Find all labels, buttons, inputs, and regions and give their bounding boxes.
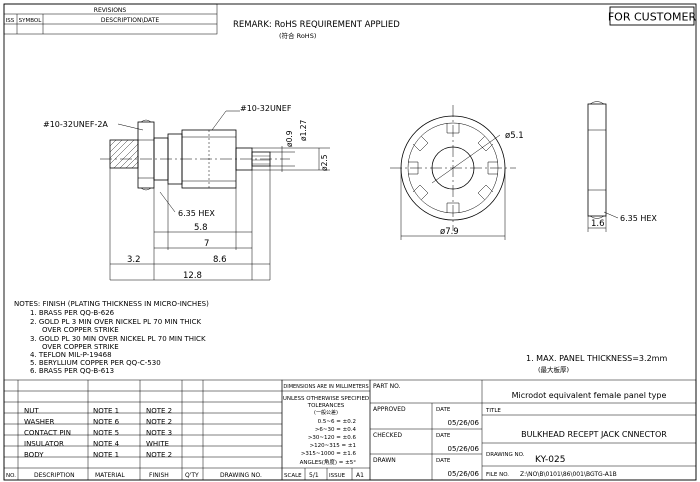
dim-7: 7 xyxy=(204,239,209,249)
dim-8.6: 8.6 xyxy=(213,255,227,265)
bom-material: NOTE 1 xyxy=(93,451,119,459)
issue-label: ISSUE xyxy=(329,473,346,479)
tolerance-row: 0.5~6 = ±0.2 xyxy=(318,419,356,425)
bom-material: NOTE 4 xyxy=(93,440,120,448)
drawn-label: DRAWN xyxy=(373,457,396,464)
panel-thickness-note: 1. MAX. PANEL THICKNESS=3.2mm xyxy=(526,354,667,363)
checked-label: CHECKED xyxy=(373,432,402,439)
revisions-col-description: DESCRIPTION\DATE xyxy=(101,17,159,24)
tolerance-units: DIMENSIONS ARE IN MILLIMETERS xyxy=(283,384,368,390)
drawn-date: 05/26/06 xyxy=(448,470,480,478)
bom-header-qty: Q'TY xyxy=(185,472,199,479)
approved-date: 05/26/06 xyxy=(448,419,480,427)
tolerance-unless: UNLESS OTHERWISE SPECIFIED xyxy=(283,396,369,402)
nut-side-view xyxy=(587,103,607,217)
bom-description: CONTACT PIN xyxy=(24,429,71,437)
scale-value: 5/1 xyxy=(309,472,319,479)
notes-block: NOTES: FINISH (PLATING THICKNESS IN MICR… xyxy=(14,300,209,375)
dim-dia-7.9: ø7.9 xyxy=(440,227,459,237)
revisions-table: REVISIONS ISS SYMBOL DESCRIPTION\DATE xyxy=(3,3,218,35)
note-line: OVER COPPER STRIKE xyxy=(42,343,119,351)
for-customer-box xyxy=(609,6,695,26)
tolerance-row: >30~120 = ±0.6 xyxy=(308,435,357,441)
dim-dia-1.27: ø1.27 xyxy=(299,119,308,141)
hex-callout-left: 6.35 HEX xyxy=(178,209,215,218)
bom-description: NUT xyxy=(24,407,39,415)
panel-thickness-note-cn: (最大板厚) xyxy=(538,365,569,374)
dim-dia-2.5: ø2.5 xyxy=(320,154,329,171)
bom-table: NUT NOTE 1 NOTE 2 WASHER NOTE 6 NOTE 2 C… xyxy=(3,379,283,481)
revisions-col-symbol: SYMBOL xyxy=(19,18,43,24)
bom-finish: NOTE 2 xyxy=(146,418,172,426)
rohs-remark: REMARK: RoHS REQUIREMENT APPLIED xyxy=(233,20,400,30)
scale-label: SCALE xyxy=(284,473,302,479)
bom-description: BODY xyxy=(24,451,44,459)
dim-5.8: 5.8 xyxy=(194,223,208,233)
dim-12.8: 12.8 xyxy=(183,271,202,281)
tolerance-row: >315~1000 = ±1.6 xyxy=(301,451,357,457)
revisions-col-iss: ISS xyxy=(6,18,15,24)
note-line: 4. TEFLON MIL-P-19468 xyxy=(30,351,112,359)
title-label: TITLE xyxy=(485,408,501,414)
tolerance-label: TOLERANCES xyxy=(307,403,345,409)
bom-header-material: MATERIAL xyxy=(95,472,125,479)
thread-callout-left: #10-32UNEF-2A xyxy=(43,120,108,129)
dim-dia-5.1: ø5.1 xyxy=(505,131,524,141)
bom-header-drawing-no: DRAWING NO. xyxy=(220,472,262,479)
dim-1.6: 1.6 xyxy=(591,219,605,229)
drawing-no-label: DRAWING NO. xyxy=(486,452,525,458)
bom-header-finish: FINISH xyxy=(149,472,169,479)
bom-material: NOTE 5 xyxy=(93,429,119,437)
thread-hatching xyxy=(109,139,139,169)
dim-3.2: 3.2 xyxy=(127,255,141,265)
file-no-label: FILE NO. xyxy=(486,472,509,478)
tolerance-angles: ANGLES(角度) = ±5° xyxy=(300,458,357,466)
drawing-title: BULKHEAD RECEPT JACK CNNECTOR xyxy=(521,430,667,439)
note-line: 6. BRASS PER QQ-B-613 xyxy=(30,367,114,375)
bom-description: WASHER xyxy=(24,418,54,426)
tolerance-row: >6~30 = ±0.4 xyxy=(315,427,357,433)
bom-header-description: DESCRIPTION xyxy=(34,472,75,479)
bom-description: INSULATOR xyxy=(24,440,64,448)
drawing-number: KY-025 xyxy=(535,455,565,465)
note-line: 1. BRASS PER QQ-B-626 xyxy=(30,309,115,317)
tolerance-label-cn: (一般公差) xyxy=(314,409,338,416)
thread-callout-right: #10-32UNEF xyxy=(240,104,292,113)
part-no-label: PART NO. xyxy=(373,383,401,390)
bom-material: NOTE 6 xyxy=(93,418,120,426)
note-line: 2. GOLD PL 3 MIN OVER NICKEL PL 70 MIN T… xyxy=(30,318,201,326)
bom-finish: NOTE 3 xyxy=(146,429,172,437)
notes-header: NOTES: FINISH (PLATING THICKNESS IN MICR… xyxy=(14,300,209,308)
date-label: DATE xyxy=(436,407,451,413)
revisions-header: REVISIONS xyxy=(94,7,127,14)
bom-finish: NOTE 2 xyxy=(146,451,172,459)
issue-value: A1 xyxy=(356,472,364,479)
bom-finish: WHITE xyxy=(146,440,169,448)
date-label: DATE xyxy=(436,433,451,439)
bom-header-no: NO. xyxy=(6,473,16,479)
note-line: OVER COPPER STRIKE xyxy=(42,326,119,334)
tolerance-row: >120~315 = ±1 xyxy=(310,443,356,449)
note-line: 5. BERYLLIUM COPPER PER QQ-C-530 xyxy=(30,359,161,367)
contact-pin xyxy=(251,151,271,167)
tolerance-block: DIMENSIONS ARE IN MILLIMETERS UNLESS OTH… xyxy=(281,379,371,481)
for-customer-label: FOR CUSTOMER xyxy=(608,11,697,24)
rohs-remark-cn: (符合 RoHS) xyxy=(279,31,316,40)
bom-finish: NOTE 2 xyxy=(146,407,172,415)
front-view: ø5.1 ø7.9 1.6 6.35 HEX xyxy=(390,101,657,240)
note-line: 3. GOLD PL 30 MIN OVER NICKEL PL 70 MIN … xyxy=(30,335,206,343)
part-description: Microdot equivalent female panel type xyxy=(512,391,667,400)
approved-label: APPROVED xyxy=(373,406,406,413)
approval-block: PART NO. APPROVED DATE 05/26/06 CHECKED … xyxy=(369,379,697,481)
dim-dia-0.9: ø0.9 xyxy=(285,130,294,147)
checked-date: 05/26/06 xyxy=(448,445,480,453)
side-view: #10-32UNEF-2A #10-32UNEF ø0.9 ø1.27 ø2.5… xyxy=(43,104,330,281)
hex-callout-right: 6.35 HEX xyxy=(620,214,657,223)
date-label: DATE xyxy=(436,458,451,464)
file-number: Z:\NO\B\0101\86\001\BGTG-A1B xyxy=(520,471,617,478)
bom-material: NOTE 1 xyxy=(93,407,119,415)
